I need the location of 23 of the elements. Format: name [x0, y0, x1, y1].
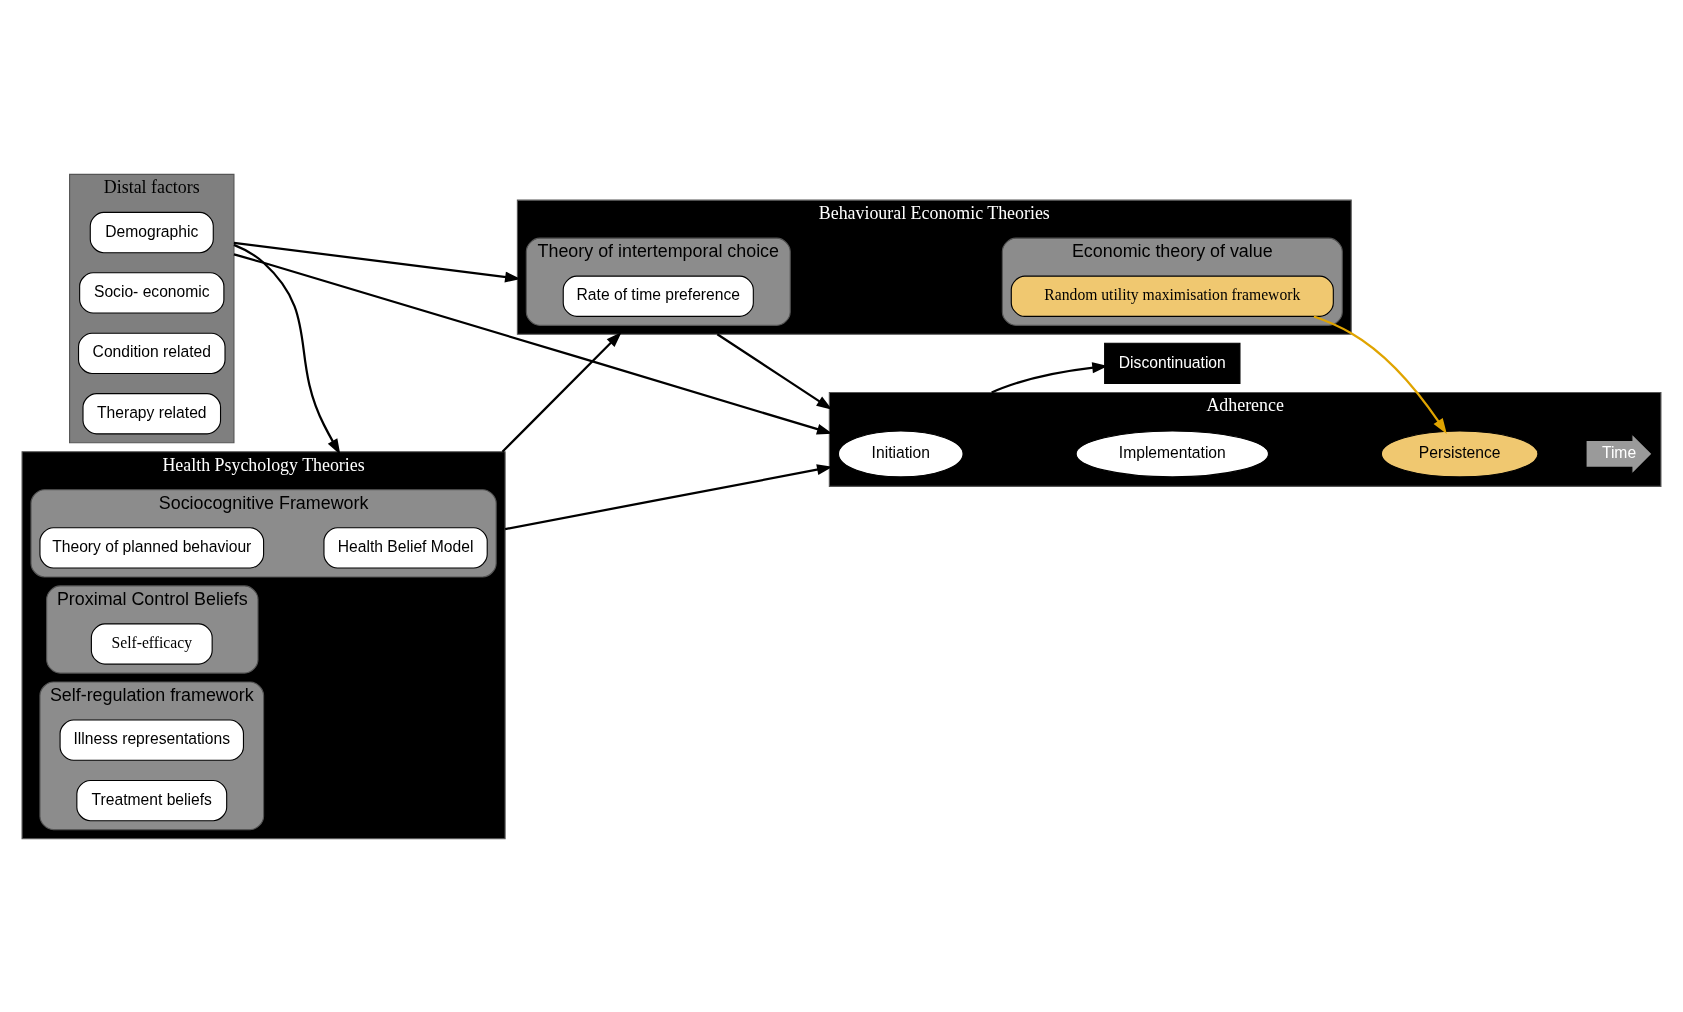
node-box: Theory of planned behaviour: [39, 526, 265, 569]
node-ellipse: Persistence: [1380, 429, 1539, 477]
arrow: [504, 463, 833, 530]
node-box: Therapy related: [82, 392, 222, 434]
node-box: Socio- economic: [79, 271, 225, 314]
node-box: Condition related: [77, 332, 226, 374]
arrow: [501, 331, 622, 452]
arrow: [233, 243, 341, 455]
arrow: [233, 241, 521, 283]
node-box: Treatment beliefs: [76, 779, 228, 821]
node-box: Illness representations: [59, 719, 244, 761]
node-box: Self-efficacy: [90, 622, 213, 665]
node-box: Discontinuation: [1104, 342, 1241, 384]
node-box: Demographic: [89, 211, 214, 253]
arrow: [1313, 314, 1447, 434]
arrow: [716, 332, 833, 410]
node-box: Rate of time preference: [562, 275, 754, 317]
node-ellipse: Initiation: [837, 429, 964, 477]
arrow: [233, 252, 833, 434]
node-box: Health Belief Model: [323, 526, 488, 569]
node-ellipse: Implementation: [1075, 429, 1270, 477]
node-box: Random utility maximisation framework: [1010, 275, 1334, 317]
arrow: [991, 361, 1108, 393]
